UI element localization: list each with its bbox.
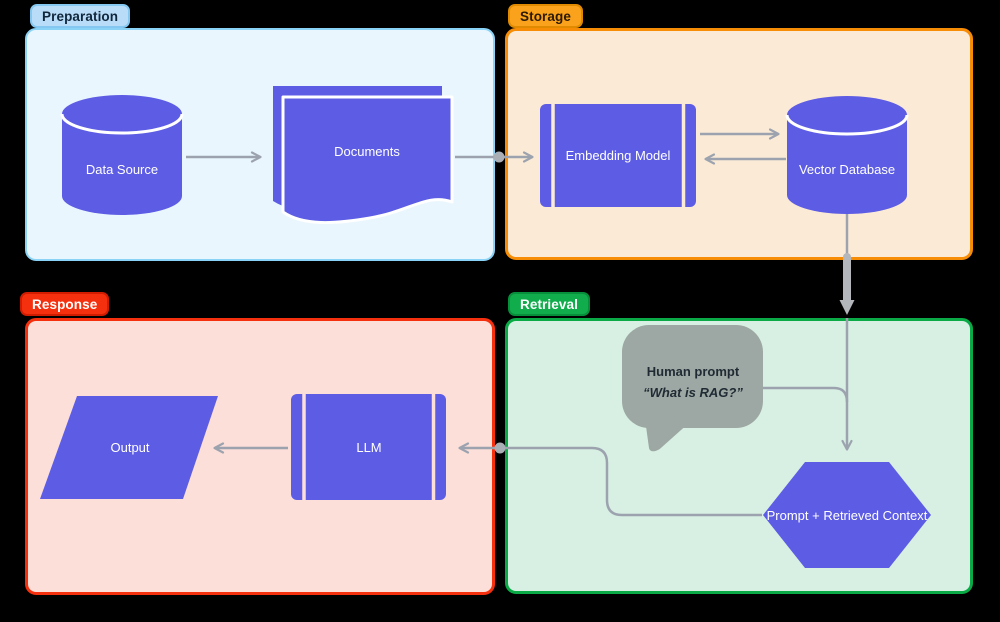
junction-dot-top (493, 151, 505, 163)
tag-response: Response (20, 292, 110, 316)
prompt-retrieved-context-label: Prompt + Retrieved Context (767, 508, 928, 523)
junction-dot-bottom (494, 442, 506, 454)
node-data-source: Data Source (60, 95, 184, 215)
node-human-prompt: Human prompt “What is RAG?” (622, 325, 763, 452)
document-front-sheet (281, 95, 454, 225)
cylinder-rim-highlight (785, 114, 909, 136)
speech-bubble-tail (645, 419, 690, 452)
tag-retrieval: Retrieval (508, 292, 590, 316)
embedding-model-label: Embedding Model (566, 148, 671, 163)
tag-preparation: Preparation (30, 4, 131, 28)
node-output: Output (40, 396, 218, 499)
node-prompt-retrieved-context: Prompt + Retrieved Context (763, 462, 931, 568)
node-embedding-model: Embedding Model (540, 104, 696, 207)
cylinder-rim-highlight (60, 113, 184, 135)
node-documents: Documents (273, 86, 454, 225)
node-vector-database: Vector Database (785, 96, 909, 214)
llm-label: LLM (356, 440, 381, 455)
output-label: Output (110, 440, 149, 455)
human-prompt-quote: “What is RAG?” (643, 385, 743, 400)
node-llm: LLM (291, 394, 446, 500)
edge-hexagon-to-llm (458, 442, 762, 517)
data-source-label: Data Source (86, 162, 158, 177)
documents-label: Documents (334, 144, 400, 159)
tag-storage: Storage (508, 4, 583, 28)
human-prompt-label: Human prompt (647, 364, 740, 379)
edge-storage-to-retrieval-thick (839, 253, 855, 315)
edge-humanprompt-to-hexagon (763, 386, 849, 403)
vector-database-label: Vector Database (799, 162, 895, 177)
